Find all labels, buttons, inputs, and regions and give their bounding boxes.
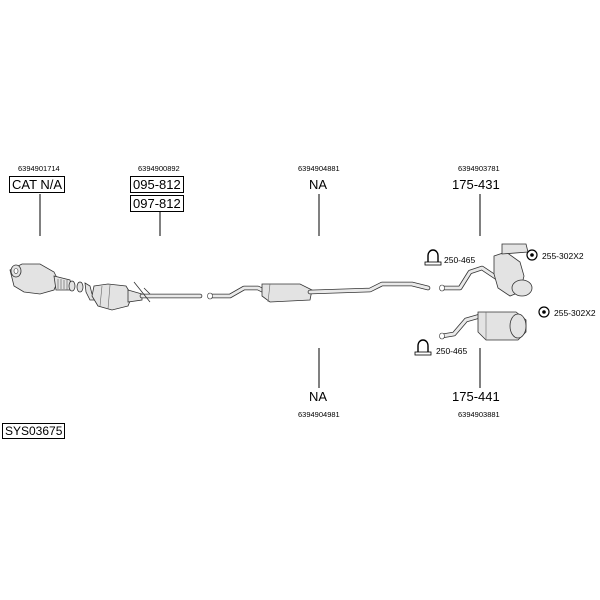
hanger-icon-lower [538, 306, 550, 318]
clamp-icon-upper [424, 249, 442, 266]
part-code: 175-431 [452, 177, 500, 192]
part-code: 175-441 [452, 389, 500, 404]
oem-number: 6394903881 [458, 410, 500, 419]
system-code: SYS03675 [2, 423, 66, 439]
rear-silencer-upper [439, 243, 533, 297]
hanger-icon-upper [526, 249, 538, 261]
oem-number: 6394903781 [458, 164, 500, 173]
clamp-label: 250-465 [444, 255, 476, 265]
part-code: 095-812 [130, 176, 184, 193]
part-code: CAT N/A [9, 176, 66, 193]
centre-silencer [207, 281, 431, 303]
diesel-particulate-filter [76, 281, 203, 311]
rear-silencer-lower [439, 311, 527, 341]
oem-number: 6394904981 [298, 410, 340, 419]
clamp-icon-lower [414, 339, 432, 356]
hanger-label: 255-302X2 [554, 308, 596, 318]
oem-number: 6394904881 [298, 164, 340, 173]
hanger-label: 255-302X2 [542, 251, 584, 261]
oem-number: 6394900892 [138, 164, 180, 173]
oem-number: 6394901714 [18, 164, 60, 173]
part-code: 097-812 [130, 195, 184, 212]
part-code: NA [309, 389, 328, 404]
catalytic-converter [9, 263, 76, 295]
clamp-label: 250-465 [436, 346, 468, 356]
part-code: NA [309, 177, 328, 192]
